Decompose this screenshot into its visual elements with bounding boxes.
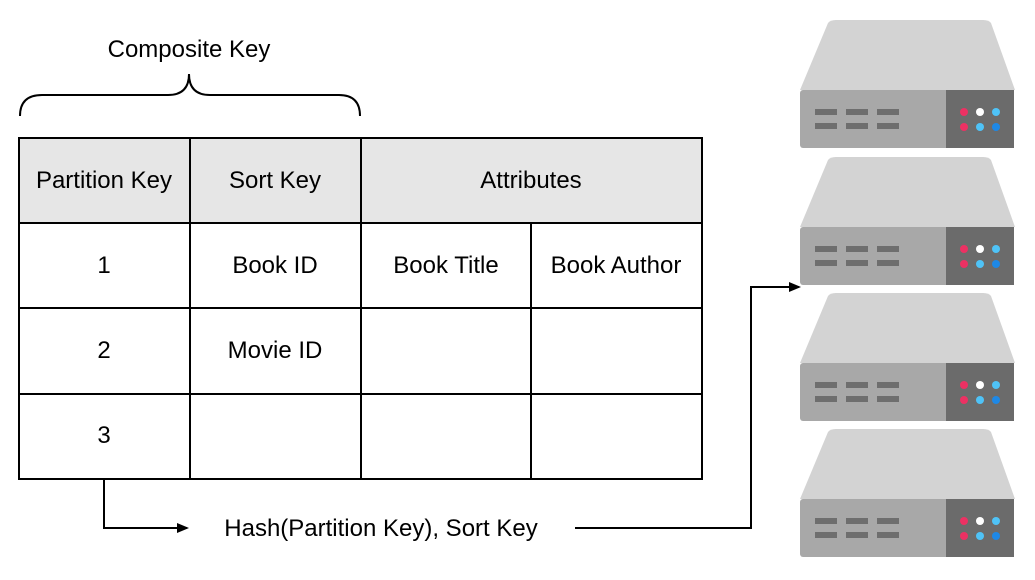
drive-slot [815,518,837,524]
composite-key-brace [19,73,361,117]
drive-slot [846,382,868,388]
drive-slot [877,246,899,252]
status-led-icon [992,532,1000,540]
server-icon [800,429,1015,557]
drive-slot [877,382,899,388]
drive-slot [815,246,837,252]
status-led-icon [976,396,984,404]
status-led-icon [992,123,1000,131]
status-led-icon [976,381,984,389]
server-panel [946,90,1014,148]
status-led-icon [960,245,968,253]
server-top-face [800,157,1015,227]
drive-slot [877,260,899,266]
table-cell: Book ID [232,252,317,279]
header-attributes: Attributes [480,167,581,194]
drive-slot [877,123,899,129]
drive-slot [846,532,868,538]
status-led-icon [960,260,968,268]
status-led-icon [976,532,984,540]
status-led-icon [960,108,968,116]
table-cell: Book Title [393,252,498,279]
server-panel [946,363,1014,421]
table-cell: 1 [97,252,110,279]
drive-slot [846,109,868,115]
drive-slot [815,396,837,402]
drive-slot [815,532,837,538]
server-top-face [800,20,1015,90]
status-led-icon [992,381,1000,389]
server-panel [946,499,1014,557]
drive-slot [877,518,899,524]
table-cell: 3 [97,422,110,449]
drive-slot [815,382,837,388]
server-top-face [800,429,1015,499]
status-led-icon [976,517,984,525]
table-cell: 2 [97,337,110,364]
server-icon [800,293,1015,421]
status-led-icon [960,123,968,131]
drive-slot [877,532,899,538]
drive-slot [815,260,837,266]
server-icon [800,20,1015,148]
status-led-icon [960,517,968,525]
status-led-icon [992,260,1000,268]
drive-slot [877,109,899,115]
arrow-to-hash [103,480,189,533]
drive-slot [815,123,837,129]
status-led-icon [992,108,1000,116]
table-cell: Book Author [551,252,682,279]
drive-slot [846,518,868,524]
arrow-to-server [575,282,801,529]
status-led-icon [960,396,968,404]
drive-slot [846,396,868,402]
status-led-icon [976,260,984,268]
header-sort-key: Sort Key [229,167,321,194]
drive-slot [846,123,868,129]
data-table: Partition Key Sort Key Attributes 1 Book… [18,137,703,480]
status-led-icon [992,517,1000,525]
server-panel [946,227,1014,285]
drive-slot [877,396,899,402]
status-led-icon [976,108,984,116]
server-icon [800,157,1015,285]
table-cell: Movie ID [228,337,323,364]
drive-slot [846,260,868,266]
hash-label: Hash(Partition Key), Sort Key [224,515,537,542]
status-led-icon [960,381,968,389]
server-stack [800,20,1015,557]
header-partition-key: Partition Key [36,167,172,194]
composite-key-label: Composite Key [108,36,271,63]
drive-slot [846,246,868,252]
server-top-face [800,293,1015,363]
status-led-icon [960,532,968,540]
status-led-icon [976,245,984,253]
drive-slot [815,109,837,115]
status-led-icon [992,396,1000,404]
status-led-icon [992,245,1000,253]
status-led-icon [976,123,984,131]
